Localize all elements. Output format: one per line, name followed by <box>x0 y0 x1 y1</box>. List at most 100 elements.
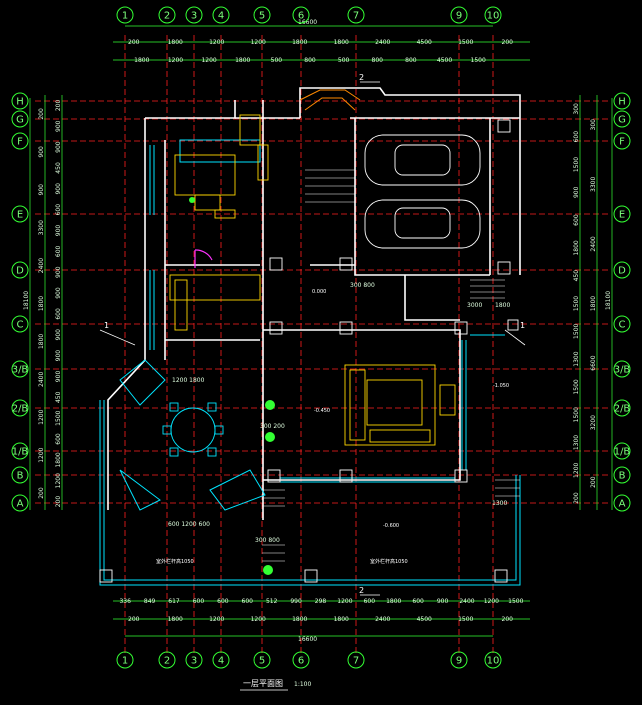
dims-right-col-2: 3006001500900600180045015001500130015001… <box>573 103 580 504</box>
dimension-value: 600 <box>193 598 205 605</box>
svg-text:3: 3 <box>191 11 197 22</box>
elevation-label: -1.050 <box>493 383 509 389</box>
dimension-value: 450 <box>55 391 62 403</box>
dimension-value: 4500 <box>437 57 452 64</box>
svg-text:D: D <box>16 266 24 277</box>
dimension-value: 1200 <box>337 598 352 605</box>
dimension-value: 600 <box>55 433 62 445</box>
dimension-value: 600 <box>217 598 229 605</box>
svg-text:A: A <box>619 499 626 510</box>
dimension-value: 1800 <box>386 598 401 605</box>
svg-text:9: 9 <box>456 11 462 22</box>
axis-bubble-A: A <box>11 494 29 512</box>
axis-bubble-7: 7 <box>347 651 365 669</box>
section-marker: 1 <box>104 321 109 330</box>
dimension-value: 200 <box>590 476 597 488</box>
total-depth-right: 18100 <box>605 291 612 310</box>
svg-text:G: G <box>618 115 626 126</box>
svg-text:7: 7 <box>353 11 359 22</box>
dimension-note: 1800 <box>495 302 510 309</box>
dimension-value: 2400 <box>375 616 390 623</box>
axis-bubble-1-B: 1/B <box>11 442 29 460</box>
axis-bubble-3-B: 3/B <box>11 360 29 378</box>
dimension-value: 1200 <box>573 462 580 477</box>
dimension-value: 600 <box>55 308 62 320</box>
axis-bubble-H: H <box>613 92 631 110</box>
svg-text:1/B: 1/B <box>614 447 631 458</box>
svg-text:B: B <box>619 471 626 482</box>
dimension-value: 3200 <box>590 415 597 430</box>
dimension-value: 900 <box>55 287 62 299</box>
axis-bubbles-top: 1 2 3 4 5 6 7 9 10 <box>116 6 502 24</box>
dimension-value: 600 <box>242 598 254 605</box>
dimension-value: 2400 <box>375 39 390 46</box>
svg-text:9: 9 <box>456 656 462 667</box>
dimension-value: 6600 <box>590 355 597 370</box>
dimension-value: 1200 <box>209 616 224 623</box>
section-line <box>99 329 136 346</box>
dimension-value: 450 <box>573 270 580 282</box>
dimension-value: 617 <box>168 598 180 605</box>
dimension-note: 300 800 <box>350 282 375 289</box>
svg-text:6: 6 <box>298 11 304 22</box>
dimension-value: 1200 <box>201 57 216 64</box>
svg-text:3/B: 3/B <box>12 365 29 376</box>
dimension-value: 298 <box>315 598 327 605</box>
structural-columns <box>99 119 519 583</box>
axis-bubble-H: H <box>11 92 29 110</box>
svg-text:10: 10 <box>487 656 500 667</box>
dimension-note: 300 800 <box>255 537 280 544</box>
elevation-label: 0.000 <box>312 289 326 295</box>
axis-bubble-2: 2 <box>158 6 176 24</box>
svg-text:1: 1 <box>122 11 128 22</box>
dimension-value: 900 <box>38 146 45 158</box>
axis-bubble-G: G <box>11 110 29 128</box>
axis-bubble-4: 4 <box>212 6 230 24</box>
dimension-value: 990 <box>290 598 302 605</box>
dimension-value: 1200 <box>251 616 266 623</box>
dimension-value: 1500 <box>55 410 62 425</box>
axis-bubble-3: 3 <box>185 6 203 24</box>
dimension-value: 1200 <box>209 39 224 46</box>
dimension-value: 1300 <box>573 435 580 450</box>
elevation-label: -0.600 <box>383 523 399 529</box>
dimension-value: 1800 <box>235 57 250 64</box>
axis-bubble-10: 10 <box>484 6 502 24</box>
dimension-note: 600 1200 600 <box>168 521 210 528</box>
dimension-value: 2400 <box>38 258 45 273</box>
dimension-note: 300 200 <box>260 423 285 430</box>
axis-bubble-F: F <box>613 132 631 150</box>
axis-bubble-D: D <box>613 261 631 279</box>
axis-bubble-D: D <box>11 261 29 279</box>
dimension-value: 3300 <box>590 177 597 192</box>
dimension-value: 600 <box>55 204 62 216</box>
svg-text:H: H <box>618 97 626 108</box>
axis-bubble-7: 7 <box>347 6 365 24</box>
dimension-value: 900 <box>55 141 62 153</box>
dimension-value: 2400 <box>459 598 474 605</box>
svg-text:5: 5 <box>259 11 265 22</box>
axis-bubble-6: 6 <box>292 6 310 24</box>
total-width-bottom: 16600 <box>298 636 317 643</box>
axis-bubble-B: B <box>11 466 29 484</box>
svg-text:4: 4 <box>218 11 224 22</box>
dimension-value: 1500 <box>573 407 580 422</box>
drawing-scale: 1:100 <box>294 681 311 688</box>
axis-bubble-2-B: 2/B <box>613 399 631 417</box>
dimension-value: 336 <box>119 598 131 605</box>
dimension-value: 1800 <box>38 296 45 311</box>
section-line <box>504 329 526 346</box>
bathroom-door-swing <box>194 249 213 268</box>
dimension-value: 1500 <box>458 616 473 623</box>
axis-bubble-G: G <box>613 110 631 128</box>
svg-text:2: 2 <box>164 11 170 22</box>
dimension-value: 800 <box>372 57 384 64</box>
dimension-value: 1500 <box>573 379 580 394</box>
axis-bubble-A: A <box>613 494 631 512</box>
axis-bubble-5: 5 <box>253 6 271 24</box>
dimension-value: 900 <box>437 598 449 605</box>
